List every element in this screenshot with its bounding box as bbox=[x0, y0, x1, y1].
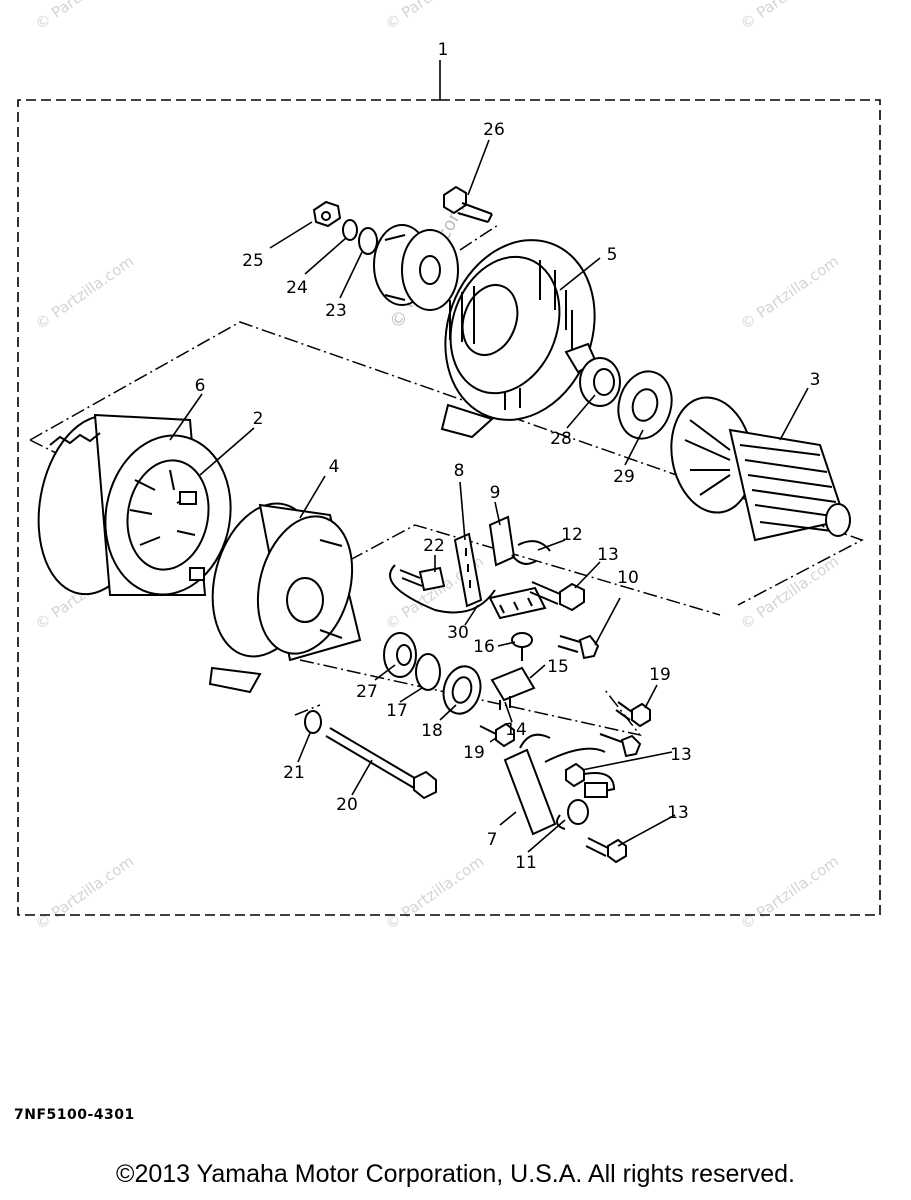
pulley bbox=[373, 224, 459, 311]
callout-16: 16 bbox=[473, 637, 495, 657]
part-13-bolt bbox=[585, 837, 627, 864]
part-27-bearing bbox=[383, 632, 417, 678]
assembly-boundary bbox=[17, 99, 881, 916]
callout-4: 4 bbox=[329, 457, 340, 477]
watermark: © Partzilla.com bbox=[32, 252, 137, 333]
part-9-cover bbox=[488, 515, 516, 567]
copyright-notice: ©2013 Yamaha Motor Corporation, U.S.A. A… bbox=[116, 1160, 795, 1188]
callout-7: 7 bbox=[487, 830, 498, 850]
callout-24: 24 bbox=[286, 278, 308, 298]
callout-28: 28 bbox=[550, 429, 572, 449]
part-19-screw bbox=[615, 701, 651, 728]
part-16-screw bbox=[511, 632, 533, 661]
part-22-bolt bbox=[399, 566, 446, 592]
callout-29: 29 bbox=[613, 467, 635, 487]
callout-18: 18 bbox=[421, 721, 443, 741]
callout-9: 9 bbox=[490, 483, 501, 503]
part-12-clamp bbox=[511, 540, 551, 565]
part-13-bolt bbox=[529, 581, 585, 612]
callout-6: 6 bbox=[195, 376, 206, 396]
part-10-bolt bbox=[557, 634, 600, 660]
part-18-seal bbox=[442, 665, 482, 715]
part-25-nut bbox=[312, 200, 342, 228]
watermark: © Partzilla.com bbox=[737, 0, 842, 33]
callout-labels: 1 2 3 4 5 6 7 8 9 10 11 12 13 13 13 13 1… bbox=[195, 40, 821, 873]
watermark: © Partzilla.com bbox=[32, 852, 137, 933]
callout-5: 5 bbox=[607, 245, 618, 265]
watermark: © Partzilla.com bbox=[32, 0, 137, 33]
watermark: © Partzilla.com bbox=[737, 552, 842, 633]
part-14-brush-holder bbox=[490, 666, 536, 710]
leader-lines bbox=[169, 139, 809, 853]
part-30-diode-assembly bbox=[488, 586, 547, 620]
callout-19-a: 19 bbox=[649, 665, 671, 685]
callout-10: 10 bbox=[617, 568, 639, 588]
part-13-bolt bbox=[565, 762, 616, 794]
callout-13-b: 13 bbox=[670, 745, 692, 765]
callout-19-b: 19 bbox=[463, 743, 485, 763]
callout-25: 25 bbox=[242, 251, 264, 271]
callout-3: 3 bbox=[810, 370, 821, 390]
part-7-regulator bbox=[503, 733, 606, 836]
part-13-bolt bbox=[599, 733, 642, 758]
part-2-stator bbox=[104, 434, 232, 596]
callout-20: 20 bbox=[336, 795, 358, 815]
callout-21: 21 bbox=[283, 763, 305, 783]
callout-14: 14 bbox=[505, 720, 527, 740]
part-29-plate bbox=[617, 370, 673, 440]
part-19-screw bbox=[479, 722, 515, 748]
callout-22: 22 bbox=[423, 536, 445, 556]
watermark: © Partzilla.com bbox=[382, 0, 487, 33]
part-23-washer bbox=[358, 227, 378, 255]
callout-2: 2 bbox=[253, 409, 264, 429]
part-3-rotor bbox=[670, 396, 851, 542]
part-26-bolt bbox=[443, 185, 493, 223]
callout-30: 30 bbox=[447, 623, 469, 643]
part-21-washer bbox=[304, 710, 322, 734]
callout-12: 12 bbox=[561, 525, 583, 545]
part-17-o-ring bbox=[415, 653, 441, 691]
callout-23: 23 bbox=[325, 301, 347, 321]
drawing-code: 7NF5100-4301 bbox=[14, 1107, 135, 1123]
callout-1: 1 bbox=[438, 40, 449, 60]
part-24-washer bbox=[342, 219, 358, 241]
connector bbox=[584, 782, 608, 798]
part-11-clamp bbox=[555, 799, 589, 830]
callout-11: 11 bbox=[515, 853, 537, 873]
callout-17: 17 bbox=[386, 701, 408, 721]
part-20-through-bolt bbox=[325, 727, 437, 800]
callout-13-c: 13 bbox=[667, 803, 689, 823]
callout-13-a: 13 bbox=[597, 545, 619, 565]
callout-8: 8 bbox=[454, 461, 465, 481]
callout-26: 26 bbox=[483, 120, 505, 140]
watermark: © Partzilla.com bbox=[382, 852, 487, 933]
watermark: © Partzilla.com bbox=[737, 252, 842, 333]
part-5-end-cover bbox=[440, 239, 598, 439]
watermark: © Partzilla.com bbox=[737, 852, 842, 933]
wire-harness bbox=[389, 564, 496, 614]
part-4-front-housing bbox=[208, 502, 362, 694]
callout-27: 27 bbox=[356, 682, 378, 702]
part-28-bearing bbox=[579, 357, 621, 407]
callout-15: 15 bbox=[547, 657, 569, 677]
